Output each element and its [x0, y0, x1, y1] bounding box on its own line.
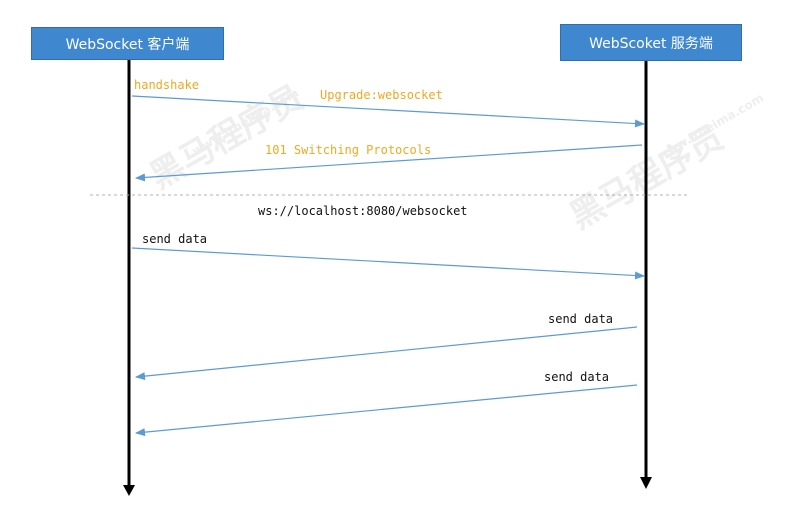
- ws-url-label: ws://localhost:8080/websocket: [258, 204, 468, 218]
- send-data-label-3: send data: [544, 370, 610, 384]
- send-data-arrow-2: [135, 326, 638, 381]
- client-actor-box: WebSocket 客户端: [31, 27, 224, 60]
- switching-protocols-arrow: [135, 144, 643, 182]
- handshake-arrow: [131, 95, 645, 128]
- send-data-label-1: send data: [142, 232, 208, 246]
- switching-protocols-label: 101 Switching Protocols: [265, 143, 432, 157]
- client-lifeline-arrowhead: [123, 485, 135, 496]
- server-actor-box: WebScoket 服务端: [560, 24, 742, 61]
- send-data-label-2: send data: [548, 312, 614, 326]
- server-lifeline-arrowhead: [640, 477, 652, 489]
- upgrade-label: Upgrade:websocket: [320, 88, 443, 102]
- send-data-arrow-1: [131, 247, 645, 280]
- send-data-arrow-3: [135, 384, 638, 437]
- handshake-label: handshake: [134, 78, 200, 92]
